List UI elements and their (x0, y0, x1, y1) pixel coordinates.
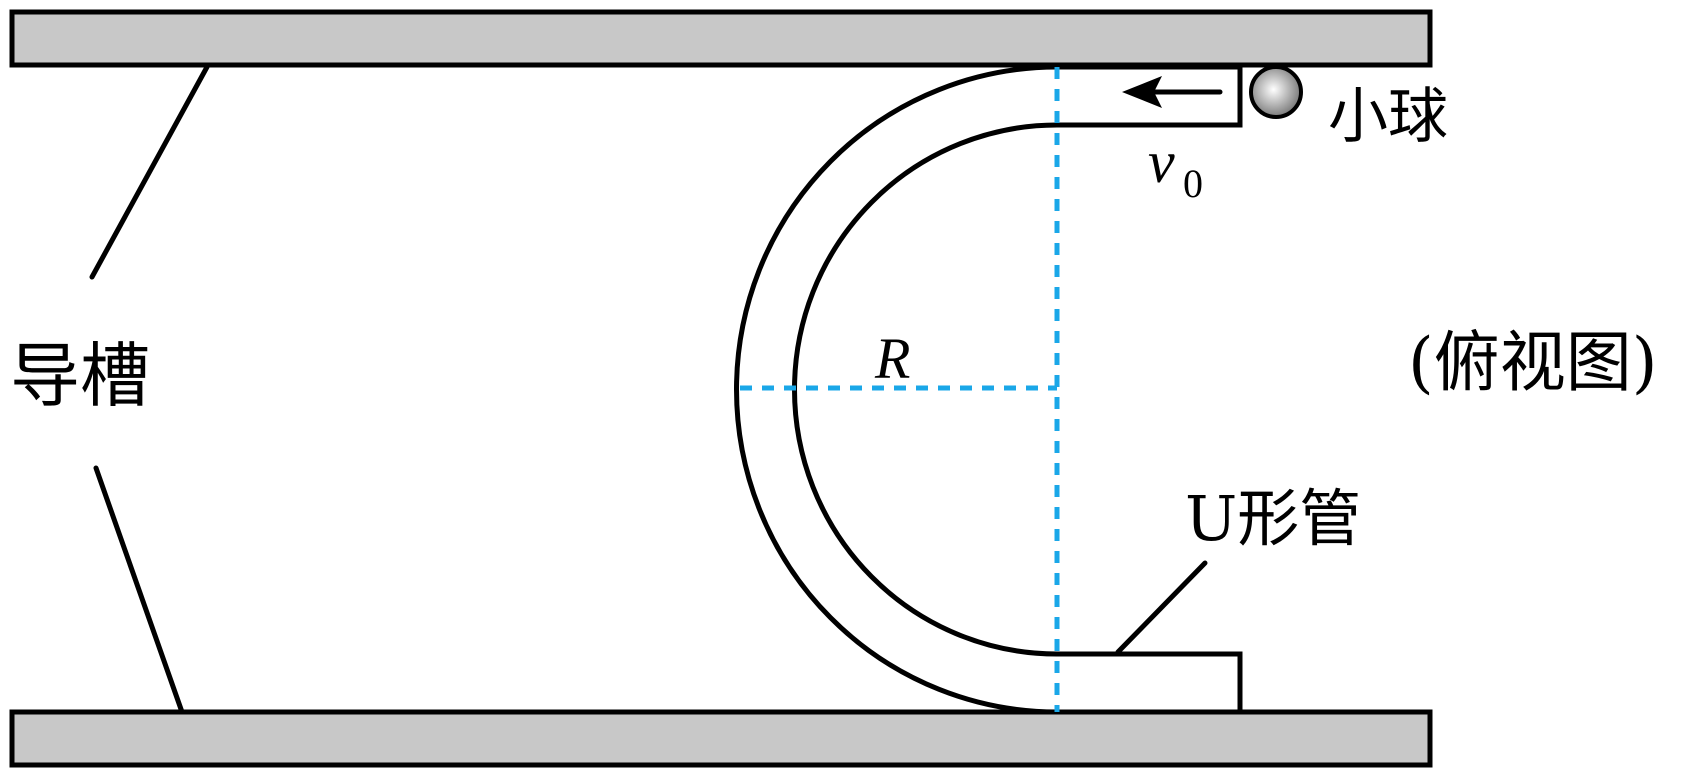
arrow-head-icon (1122, 76, 1162, 108)
guide-groove-label: 导槽 (10, 335, 150, 417)
bottom-rail (9, 709, 1433, 768)
ball (1249, 65, 1303, 119)
u-tube-top-end (1057, 64, 1243, 128)
radius-label: R (874, 326, 910, 391)
u-tube-outer (734, 64, 1238, 715)
ball-label: 小球 (1328, 82, 1448, 152)
u-tube-leader (1115, 560, 1208, 655)
groove-leader-top (89, 64, 210, 280)
u-tube-inner (792, 122, 1243, 714)
velocity-subscript: 0 (1183, 161, 1203, 206)
velocity-label: v (1148, 129, 1175, 195)
u-tube-label: U形管 (1185, 482, 1361, 555)
view-label: (俯视图) (1408, 324, 1658, 401)
groove-leader-bottom (93, 465, 185, 715)
top-rail (9, 9, 1433, 68)
